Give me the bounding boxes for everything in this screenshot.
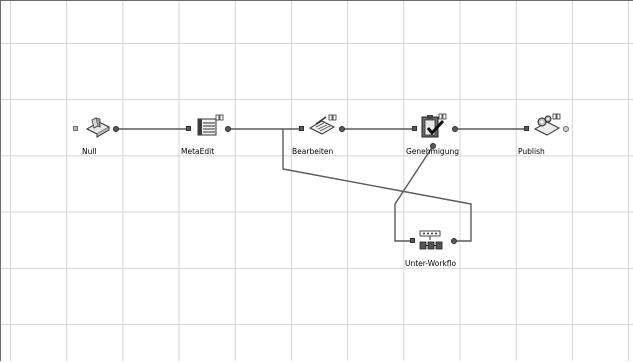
node-label-genehmigung: Genehmigung [406,147,459,156]
document-edit-icon[interactable] [308,114,338,138]
edge-genehmigung-unterworkflow[interactable] [394,145,434,242]
null-input-port[interactable] [73,126,78,131]
publish-gear-icon[interactable] [533,113,563,139]
node-label-publish: Publish [518,147,545,156]
metaedit-input-port[interactable] [186,126,191,131]
unterworkflow-input-port[interactable] [410,238,415,243]
node-label-null: Null [82,147,97,156]
bearbeiten-input-port[interactable] [299,126,304,131]
publish-input-port[interactable] [524,126,529,131]
node-label-bearbeiten: Bearbeiten [292,147,334,156]
clipboard-check-icon[interactable] [419,113,449,141]
open-book-icon[interactable] [85,116,111,140]
node-label-metaedit: MetaEdit [181,147,215,156]
genehmigung-output-port[interactable] [452,126,458,132]
null-output-port[interactable] [113,126,119,132]
bearbeiten-output-port[interactable] [339,126,345,132]
genehmigung-input-port[interactable] [412,126,417,131]
unterworkflow-output-port[interactable] [451,238,457,244]
publish-output-port[interactable] [563,126,569,132]
genehmigung-alt-output-port[interactable] [430,143,436,149]
subworkflow-icon[interactable] [418,229,448,253]
node-label-unterworkflow: Unter-Workflo [405,259,457,268]
table-form-icon[interactable] [197,114,225,138]
edge-metaedit-unterworkflow[interactable] [282,129,472,242]
metaedit-output-port[interactable] [225,126,231,132]
